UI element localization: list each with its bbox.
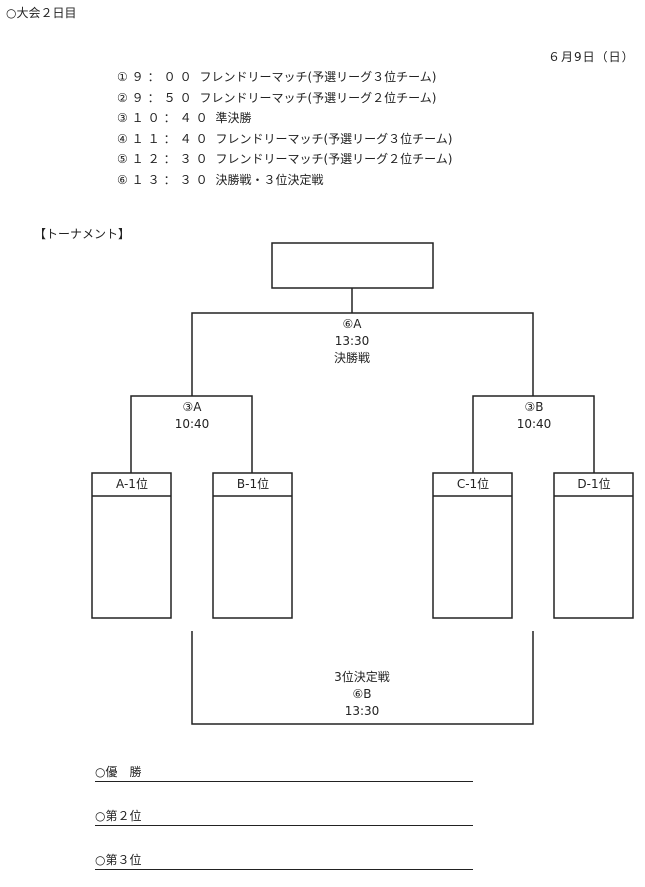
team-box-c [432,472,513,619]
result-second-line: ○第２位 [95,807,473,826]
result-third-line: ○第３位 [95,851,473,870]
schedule-item: ① ９：００ フレンドリーマッチ(予選リーグ３位チーム) [117,67,452,88]
semi-left-label: ③A 10:40 [142,399,242,433]
tournament-label: 【トーナメント】 [34,227,131,241]
schedule-event: フレンドリーマッチ(予選リーグ３位チーム) [215,131,453,146]
schedule-event: フレンドリーマッチ(予選リーグ３位チーム) [199,70,437,84]
schedule-number: ① [117,70,128,84]
schedule-number: ② [117,90,128,105]
schedule-time: １１：４０ [131,131,212,146]
semi-right-code: ③B [524,400,544,414]
third-place-code: ⑥B [352,687,372,701]
final-match-label: ⑥A 13:30 決勝戦 [292,316,412,367]
final-bracket-line [191,312,534,396]
schedule-event: フレンドリーマッチ(予選リーグ２位チーム) [199,90,437,105]
semi-left-time: 10:40 [174,417,210,431]
result-winner-line: ○優 勝 [95,763,473,782]
team-name-d: D-1位 [577,477,611,491]
semi-right-time: 10:40 [516,417,552,431]
semi-left-code: ③A [182,400,202,414]
result-third-label: ○第３位 [95,853,142,867]
team-name-b: B-1位 [236,477,270,491]
semi-right-bracket-line [472,395,595,473]
schedule-item: ⑥ １３：３０ 決勝戦・３位決定戦 [117,170,452,191]
schedule-number: ④ [117,131,128,146]
third-place-label: 3位決定戦 ⑥B 13:30 [292,669,432,720]
page-heading: ○大会２日目 [6,6,77,20]
schedule-event: フレンドリーマッチ(予選リーグ２位チーム) [215,152,453,166]
schedule-time: ９：５０ [131,90,196,105]
team-name-c: C-1位 [456,477,490,491]
schedule-number: ⑥ [117,172,128,187]
schedule-event: 準決勝 [215,111,252,125]
team-box-b [212,472,293,619]
final-time: 13:30 [334,334,370,348]
third-place-bracket-line [191,631,534,725]
schedule-time: １０：４０ [131,111,212,125]
team-name-a: A-1位 [116,477,148,491]
third-place-name: 3位決定戦 [334,670,390,684]
champion-box [271,242,434,289]
schedule-item: ② ９：５０ フレンドリーマッチ(予選リーグ２位チーム) [117,88,452,109]
schedule-item: ⑤ １２：３０ フレンドリーマッチ(予選リーグ２位チーム) [117,149,452,170]
schedule-time: １３：３０ [131,172,212,187]
team-box-a [91,472,172,619]
schedule-number: ③ [117,111,128,125]
event-date: ６月9日（日） [548,50,635,64]
final-name: 決勝戦 [333,351,370,365]
result-second-label: ○第２位 [95,809,142,823]
schedule-time: ９：００ [131,70,196,84]
schedule-item: ③ １０：４０ 準決勝 [117,108,452,129]
schedule-event: 決勝戦・３位決定戦 [215,172,324,187]
schedule-list: ① ９：００ フレンドリーマッチ(予選リーグ３位チーム) ② ９：５０ フレンド… [117,67,452,190]
team-box-d [553,472,634,619]
schedule-number: ⑤ [117,152,128,166]
semi-right-label: ③B 10:40 [484,399,584,433]
semi-left-bracket-line [130,395,253,473]
final-code: ⑥A [342,317,362,331]
schedule-item: ④ １１：４０ フレンドリーマッチ(予選リーグ３位チーム) [117,129,452,150]
third-place-time: 13:30 [344,704,380,718]
schedule-time: １２：３０ [131,152,212,166]
result-winner-label: ○優 勝 [95,765,142,779]
